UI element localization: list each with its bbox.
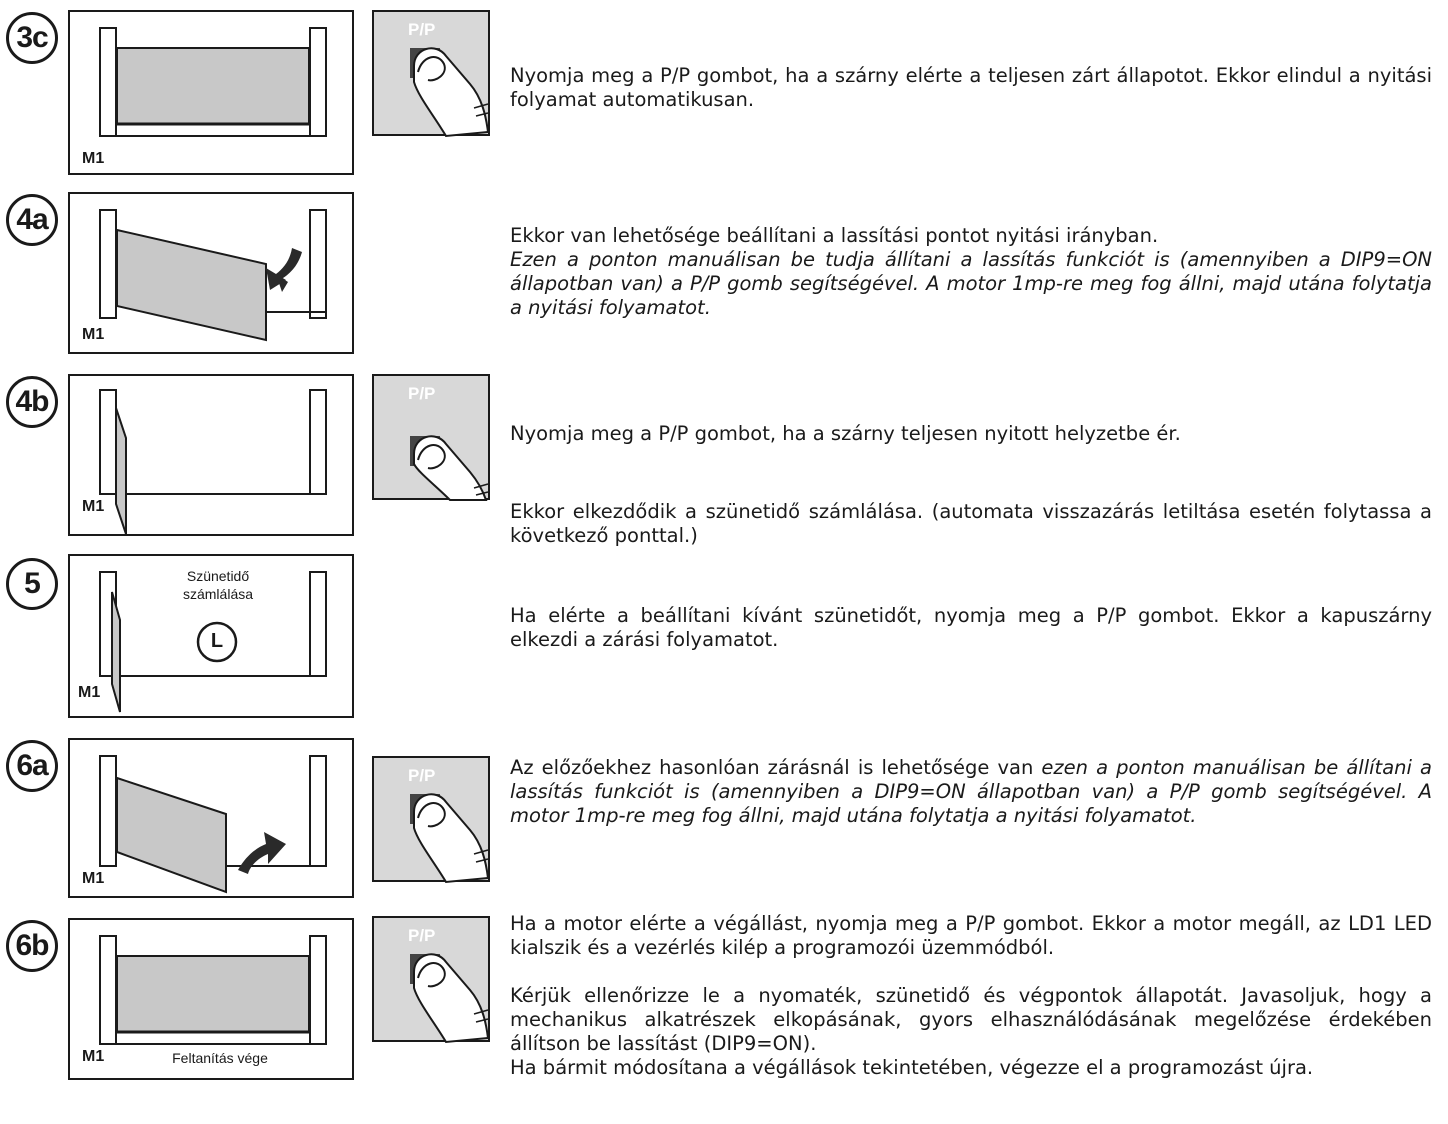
text-6a-italic: ezen a ponton manuálisan be állítani a l… xyxy=(510,756,1432,827)
text-4a-italic: Ezen a ponton manuálisan be tudja állíta… xyxy=(510,248,1432,319)
clock-icon xyxy=(196,621,238,663)
pp-label: P/P xyxy=(408,926,436,945)
step-badge-6a: 6a xyxy=(6,740,58,792)
pause-caption-line1: Szünetidő xyxy=(186,568,250,584)
gate-opening-illustration xyxy=(99,209,327,342)
motor-label: M1 xyxy=(82,498,105,515)
text-6a-normal: Az előzőekhez hasonlóan zárásnál is lehe… xyxy=(510,756,1042,779)
gate-diagram-5: Szünetidő számlálása L M1 xyxy=(68,554,354,718)
gate-diagram-3c: M1 xyxy=(68,10,354,175)
step-badge-4b: 4b xyxy=(6,376,58,428)
instruction-6a: Az előzőekhez hasonlóan zárásnál is lehe… xyxy=(510,756,1432,828)
instruction-4a: Ekkor van lehetősége beállítani a lassít… xyxy=(510,224,1432,320)
text-5: Ha elérte a beállítani kívánt szünetidőt… xyxy=(510,604,1432,651)
text-4b-line2: Ekkor elkezdődik a szünetidő számlálása.… xyxy=(510,500,1432,547)
pp-label: P/P xyxy=(408,20,436,39)
text-6b-line2: Kérjük ellenőrizze le a nyomaték, szünet… xyxy=(510,984,1432,1055)
gate-diagram-4a: M1 xyxy=(68,192,354,354)
text-4b-line1: Nyomja meg a P/P gombot, ha a szárny tel… xyxy=(510,422,1181,445)
motor-label: M1 xyxy=(78,684,101,701)
gate-open-illustration xyxy=(99,389,327,535)
gate-diagram-6b: M1 Feltanítás vége xyxy=(68,918,354,1080)
instruction-4b-pause: Ekkor elkezdődik a szünetidő számlálása.… xyxy=(510,500,1432,548)
finger-press-icon xyxy=(410,793,490,884)
pp-label: P/P xyxy=(408,766,436,785)
pp-button-illustration-6a: P/P xyxy=(372,756,490,884)
instruction-6b: Ha a motor elérte a végállást, nyomja me… xyxy=(510,912,1432,1080)
gate-diagram-4b: M1 xyxy=(68,374,354,536)
instruction-3c: Nyomja meg a P/P gombot, ha a szárny elé… xyxy=(510,64,1432,112)
gate-pause-illustration xyxy=(99,571,327,713)
step-badge-6b: 6b xyxy=(6,920,58,972)
pp-label: P/P xyxy=(408,384,436,403)
step-badge-5: 5 xyxy=(6,558,58,610)
instruction-4b: Nyomja meg a P/P gombot, ha a szárny tel… xyxy=(510,422,1432,446)
clock-letter: L xyxy=(210,630,224,652)
motor-label: M1 xyxy=(82,326,105,343)
end-of-learning-caption: Feltanítás vége xyxy=(172,1050,268,1066)
step-badge-3c: 3c xyxy=(6,12,58,64)
finger-press-icon xyxy=(410,47,490,138)
gate-closed-final-illustration xyxy=(99,935,327,1045)
close-arrow-icon xyxy=(238,832,286,874)
instruction-5: Ha elérte a beállítani kívánt szünetidőt… xyxy=(510,604,1432,652)
gate-diagram-6a: M1 xyxy=(68,738,354,898)
motor-label: M1 xyxy=(82,870,105,887)
gate-closing-illustration xyxy=(99,755,327,894)
text-4a-line1: Ekkor van lehetősége beállítani a lassít… xyxy=(510,224,1159,247)
text-6b-line3: Ha bármit módosítana a végállások tekint… xyxy=(510,1056,1314,1079)
text-3c: Nyomja meg a P/P gombot, ha a szárny elé… xyxy=(510,64,1432,111)
pp-button-illustration-3c: P/P xyxy=(372,10,490,138)
motor-label: M1 xyxy=(82,150,105,167)
motor-label: M1 xyxy=(82,1048,105,1065)
pp-button-illustration-4b: P/P xyxy=(372,374,490,501)
gate-closed-illustration xyxy=(99,27,327,137)
text-6b-line1: Ha a motor elérte a végállást, nyomja me… xyxy=(510,912,1432,959)
finger-press-icon xyxy=(410,953,490,1044)
step-badge-4a: 4a xyxy=(6,194,58,246)
finger-press-icon xyxy=(410,435,489,501)
open-arrow-icon xyxy=(266,248,302,292)
pp-button-illustration-6b: P/P xyxy=(372,916,490,1044)
pause-caption-line2: számlálása xyxy=(182,586,254,602)
